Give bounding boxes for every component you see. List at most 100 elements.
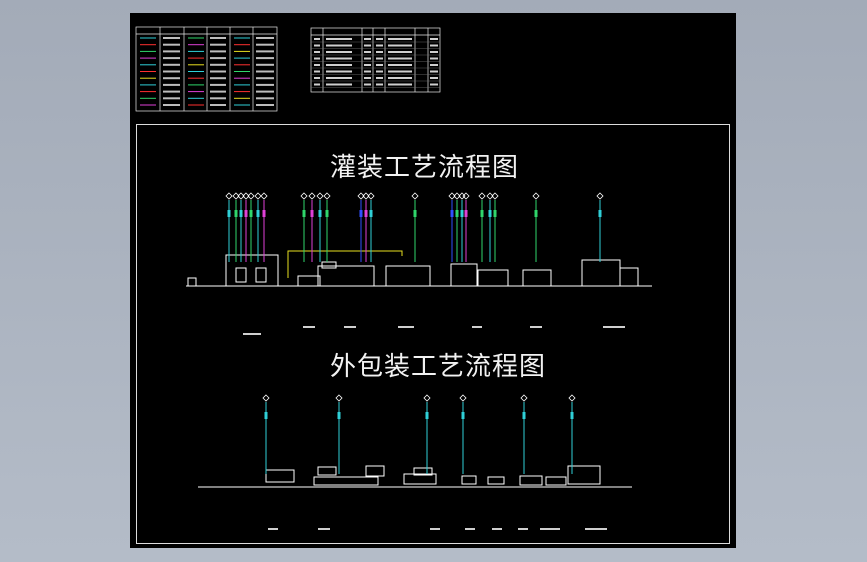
pipe-drop — [453, 192, 461, 262]
equipment-table-text — [430, 51, 438, 53]
filling-pipe-yellow — [287, 250, 403, 278]
filling-process-title: 灌装工艺流程图 — [330, 153, 520, 183]
legend-rows — [140, 37, 274, 106]
pipe-drop — [260, 192, 268, 262]
legend-text — [210, 43, 226, 46]
equipment-table-text — [364, 64, 371, 66]
equipment-table-text — [326, 70, 352, 73]
equipment-table-text — [364, 38, 371, 40]
legend-text — [256, 57, 274, 60]
pipe-drop — [459, 394, 467, 474]
pipe-drop — [568, 394, 576, 474]
equipment-table-text — [364, 44, 371, 47]
filling-pipes — [225, 192, 604, 262]
legend-text — [210, 50, 226, 53]
pipe-drop — [423, 394, 431, 474]
equipment-table-text — [376, 64, 383, 66]
legend-text — [210, 70, 226, 73]
legend-text — [256, 37, 274, 39]
equipment-table-text — [376, 57, 383, 60]
pipe-drop — [478, 192, 486, 262]
packaging-line — [198, 465, 632, 488]
pipe-drop — [357, 192, 365, 262]
equipment-table-text — [314, 51, 320, 53]
equipment-table-text — [388, 51, 412, 53]
equipment-table-text — [388, 64, 412, 66]
drawing-frame — [136, 124, 730, 544]
legend-text — [256, 90, 274, 93]
pipe-drop — [247, 192, 255, 262]
pipe-drop — [316, 192, 324, 262]
equipment-table-text — [376, 77, 383, 79]
legend-text — [163, 97, 180, 100]
legend-text — [163, 104, 180, 106]
legend-text — [210, 90, 226, 93]
equipment-table-text — [326, 51, 352, 53]
legend-text — [210, 83, 226, 86]
pipe-drop — [491, 192, 499, 262]
equipment-table-text — [376, 83, 383, 86]
equipment-table-text — [364, 77, 371, 79]
equipment-table-text — [314, 70, 320, 73]
equipment-table-text — [364, 83, 371, 86]
equipment-table-text — [376, 44, 383, 47]
equipment-table-text — [376, 38, 383, 40]
legend-text — [210, 37, 226, 39]
pipe-drop — [237, 192, 245, 262]
legend-text — [256, 97, 274, 100]
station-labels — [243, 326, 625, 530]
pipe-drop — [225, 192, 233, 262]
equipment-table-text — [364, 70, 371, 73]
pipe-drop — [242, 192, 250, 262]
equipment-table — [310, 27, 441, 93]
equipment-table-text — [388, 77, 412, 79]
equipment-table-text — [326, 57, 352, 60]
packaging-process-title: 外包装工艺流程图 — [330, 352, 547, 382]
equipment-table-text — [314, 83, 320, 86]
equipment-table-text — [326, 38, 352, 40]
legend-text — [163, 90, 180, 93]
legend-text — [163, 63, 180, 66]
equipment-table-text — [388, 70, 412, 73]
pipe-drop — [532, 192, 540, 262]
equipment-table-text — [430, 44, 438, 47]
packaging-pipes — [262, 394, 576, 474]
legend-text — [163, 43, 180, 46]
legend-text — [210, 63, 226, 66]
equipment-table-text — [430, 38, 438, 40]
legend-text — [163, 57, 180, 60]
pipe-drop — [232, 192, 240, 262]
equipment-table-text — [314, 64, 320, 66]
pipe-drop — [462, 192, 470, 262]
pipe-drop — [323, 192, 331, 262]
equipment-table-text — [364, 51, 371, 53]
equipment-table-text — [388, 44, 412, 47]
legend-text — [163, 70, 180, 73]
equipment-table-text — [430, 83, 438, 86]
legend-text — [210, 57, 226, 60]
legend-text — [256, 50, 274, 53]
drawing-sheet — [130, 13, 736, 548]
equipment-table-text — [376, 51, 383, 53]
legend-text — [210, 97, 226, 100]
legend-text — [163, 83, 180, 86]
equipment-rows — [311, 38, 440, 88]
equipment-table-text — [388, 57, 412, 60]
equipment-table-text — [326, 64, 352, 66]
pipe-drop — [486, 192, 494, 262]
pipe-drop — [254, 192, 262, 262]
equipment-table-text — [388, 38, 412, 40]
legend-text — [210, 104, 226, 106]
equipment-table-text — [388, 83, 412, 86]
equipment-table-text — [326, 77, 352, 79]
legend-text — [256, 43, 274, 46]
equipment-table-text — [376, 70, 383, 73]
pipe-drop — [411, 192, 419, 262]
equipment-table-text — [314, 44, 320, 47]
legend-text — [210, 77, 226, 80]
equipment-table-text — [314, 57, 320, 60]
equipment-table-text — [314, 38, 320, 40]
legend-text — [256, 83, 274, 86]
